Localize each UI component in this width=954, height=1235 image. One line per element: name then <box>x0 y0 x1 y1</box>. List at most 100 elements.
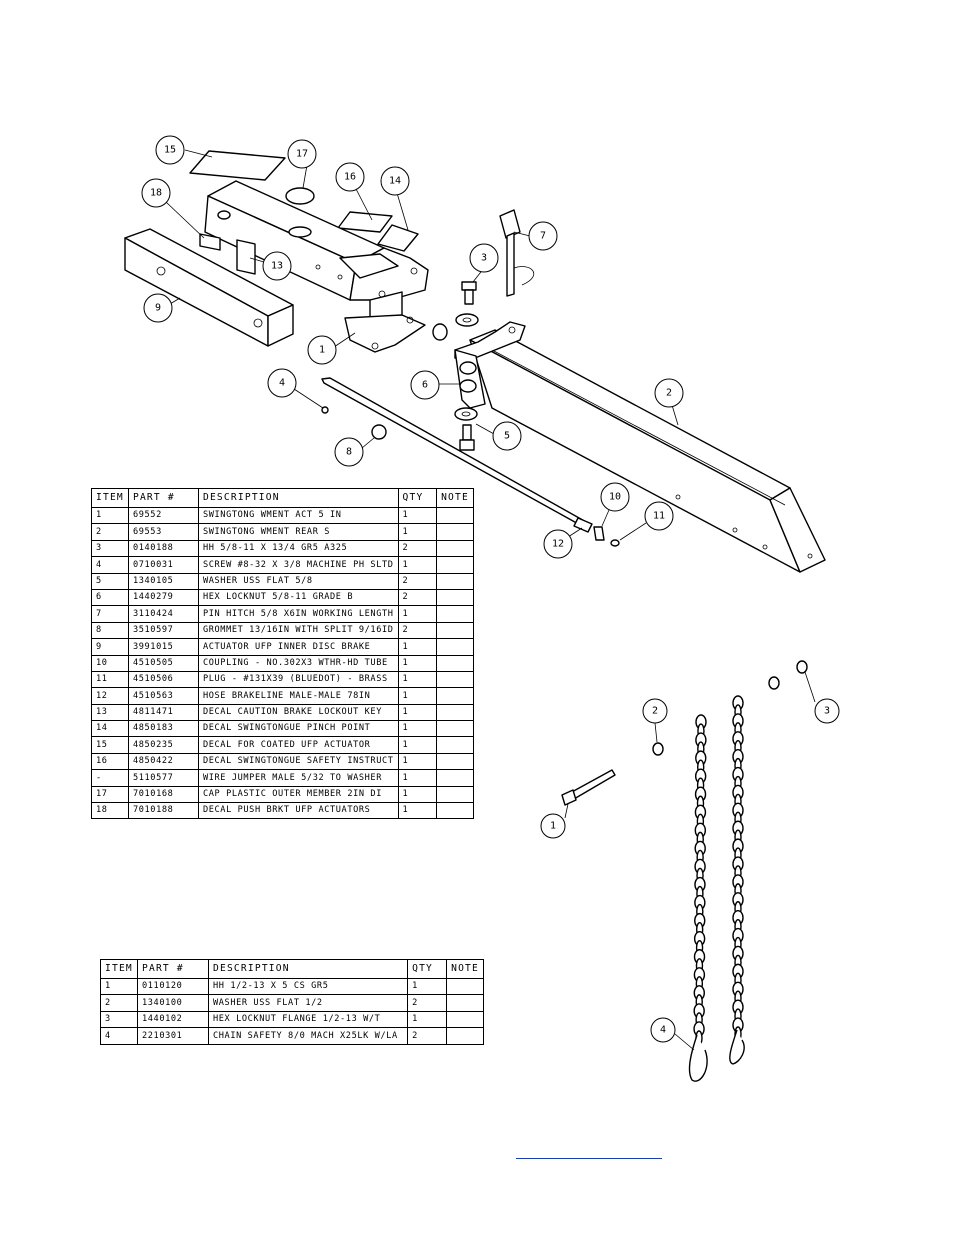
cell-note <box>446 977 484 996</box>
cell-item: 11 <box>91 670 129 689</box>
bolt-3 <box>455 281 479 327</box>
callout-bottom-1: 1 <box>540 813 566 839</box>
cell-part: 69552 <box>127 506 199 525</box>
cell-description: DECAL SWINGTONGUE PINCH POINT <box>197 720 399 738</box>
cell-item: 7 <box>91 605 129 623</box>
callouts: 15 17 16 14 18 7 3 13 9 1 4 6 2 8 5 10 1… <box>141 135 840 1043</box>
cell-item: 3 <box>100 1010 138 1029</box>
cell-item: 14 <box>91 720 129 738</box>
callout-4: 4 <box>267 368 297 398</box>
cell-part: 0140188 <box>127 539 199 558</box>
cell-item: 6 <box>91 588 129 607</box>
callout-11: 11 <box>644 501 674 531</box>
callout-8: 8 <box>334 437 364 467</box>
cell-qty: 1 <box>397 506 438 525</box>
cell-qty: 2 <box>407 1027 448 1045</box>
svg-text:6: 6 <box>422 380 428 391</box>
svg-text:3: 3 <box>824 706 830 717</box>
cell-item: 13 <box>91 703 129 722</box>
cell-note <box>436 802 474 820</box>
cell-description: WIRE JUMPER MALE 5/32 TO WASHER <box>197 769 399 787</box>
cell-item: 4 <box>100 1027 138 1045</box>
svg-text:1: 1 <box>319 345 325 356</box>
washer-5 <box>454 407 478 451</box>
table-header-row: ITEM PART # DESCRIPTION QTY NOTE <box>100 959 484 979</box>
cell-part: 69553 <box>127 523 199 541</box>
callout-6: 6 <box>410 370 440 400</box>
cell-note <box>436 605 474 623</box>
svg-text:14: 14 <box>389 176 401 187</box>
cell-note <box>436 506 474 525</box>
cell-part: 1440102 <box>137 1010 209 1029</box>
col-qty: QTY <box>407 959 448 979</box>
cell-qty: 1 <box>397 670 438 689</box>
svg-text:8: 8 <box>346 447 352 458</box>
cell-item: 5 <box>91 572 129 590</box>
cell-note <box>436 687 474 705</box>
svg-text:9: 9 <box>155 303 161 314</box>
cell-qty: 1 <box>407 977 448 996</box>
callout-1: 1 <box>307 335 337 365</box>
col-item: ITEM <box>91 488 129 508</box>
cell-note <box>446 1010 484 1029</box>
callout-18: 18 <box>141 178 171 208</box>
cell-description: DECAL SWINGTONGUE SAFETY INSTRUCT <box>197 752 399 771</box>
cell-qty: 1 <box>397 556 438 574</box>
col-note: NOTE <box>436 488 474 508</box>
hyperlink-underline[interactable] <box>516 1158 662 1159</box>
svg-text:11: 11 <box>653 511 665 522</box>
cell-qty: 1 <box>397 752 438 771</box>
cell-part: 1340105 <box>127 572 199 590</box>
cell-description: DECAL FOR COATED UFP ACTUATOR <box>197 736 399 754</box>
cell-description: PLUG - #131X39 (BLUEDOT) - BRASS <box>197 670 399 689</box>
parts-table-chains: ITEM PART # DESCRIPTION QTY NOTE 1 011012… <box>100 959 484 1045</box>
cell-qty: 1 <box>397 605 438 623</box>
cell-item: 17 <box>91 785 129 804</box>
cell-part: 4510506 <box>127 670 199 689</box>
cell-note <box>436 638 474 656</box>
callout-13: 13 <box>262 251 292 281</box>
cell-description: WASHER USS FLAT 5/8 <box>197 572 399 590</box>
coupling-10 <box>593 526 605 541</box>
cell-description: SWINGTONG WMENT ACT 5 IN <box>197 506 399 525</box>
safety-chain-left <box>693 714 707 1046</box>
cell-qty: 1 <box>397 703 438 722</box>
cell-description: GROMMET 13/16IN WITH SPLIT 9/16ID <box>197 621 399 640</box>
cell-qty: 2 <box>397 588 438 607</box>
cell-description: PIN HITCH 5/8 X6IN WORKING LENGTH <box>197 605 399 623</box>
svg-text:4: 4 <box>279 378 285 389</box>
decal-18 <box>199 233 221 251</box>
plug-11 <box>610 539 620 547</box>
callout-bottom-4: 4 <box>650 1017 676 1043</box>
cell-part: 1440279 <box>127 588 199 607</box>
cell-note <box>436 654 474 672</box>
cell-item: 15 <box>91 736 129 754</box>
brake-hose-12 <box>321 377 593 533</box>
svg-text:16: 16 <box>344 172 356 183</box>
cell-note <box>436 736 474 754</box>
decal-13 <box>236 239 256 275</box>
cell-description: SCREW #8-32 X 3/8 MACHINE PH SLTD <box>197 556 399 574</box>
cell-note <box>436 769 474 787</box>
cell-note <box>436 720 474 738</box>
col-qty: QTY <box>397 488 438 508</box>
cell-qty: 1 <box>397 687 438 705</box>
callout-9: 9 <box>143 293 173 323</box>
cell-qty: 1 <box>397 523 438 541</box>
cell-qty: 2 <box>397 572 438 590</box>
cell-note <box>436 539 474 558</box>
cell-part: 0110120 <box>137 977 209 996</box>
locknut-3-bottom <box>768 660 808 690</box>
